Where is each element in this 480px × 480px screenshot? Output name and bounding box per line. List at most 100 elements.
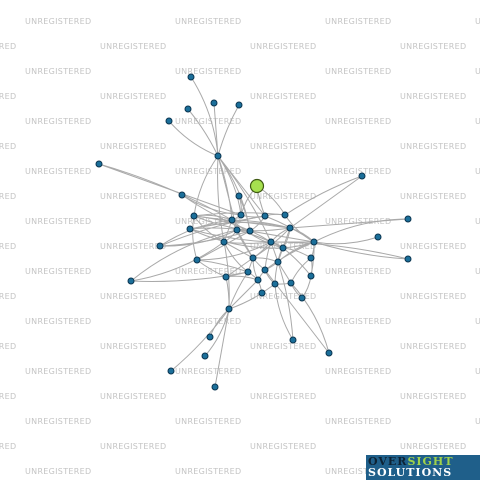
graph-node [235, 192, 243, 200]
watermark-text: UNREGISTERED [250, 292, 316, 301]
node-layer [95, 73, 412, 391]
graph-edge [187, 108, 219, 157]
watermark-text: UNREGISTERED [250, 142, 316, 151]
watermark-text: UNREGISTERED [250, 42, 316, 51]
graph-edge [130, 229, 238, 282]
watermark-text: UNREGISTERED [0, 42, 16, 51]
graph-node [235, 101, 243, 109]
graph-edge [277, 261, 294, 341]
graph-edge [264, 269, 330, 354]
watermark-text: UNREGISTERED [100, 342, 166, 351]
graph-edge [159, 219, 233, 247]
watermark-text: UNREGISTERED [175, 317, 241, 326]
graph-node [267, 238, 275, 246]
watermark-text: UNREGISTERED [475, 367, 480, 376]
watermark-text: UNREGISTERED [175, 67, 241, 76]
watermark-text: UNREGISTERED [0, 142, 16, 151]
graph-node [298, 294, 306, 302]
watermark-text: UNREGISTERED [400, 42, 466, 51]
watermark-text: UNREGISTERED [25, 217, 91, 226]
watermark-text: UNREGISTERED [400, 292, 466, 301]
watermark-text: UNREGISTERED [250, 92, 316, 101]
watermark-text: UNREGISTERED [25, 417, 91, 426]
graph-edge [289, 218, 409, 229]
watermark-text: UNREGISTERED [175, 467, 241, 476]
graph-node [287, 279, 295, 287]
graph-edge [193, 155, 219, 217]
graph-node [246, 227, 254, 235]
watermark-text: UNREGISTERED [25, 267, 91, 276]
watermark-text: UNREGISTERED [25, 367, 91, 376]
graph-node [244, 268, 252, 276]
graph-node [214, 152, 222, 160]
watermark-text: UNREGISTERED [475, 117, 480, 126]
graph-node [261, 212, 269, 220]
watermark-text: UNREGISTERED [250, 442, 316, 451]
watermark-text: UNREGISTERED [400, 442, 466, 451]
watermark-text: UNREGISTERED [325, 467, 391, 476]
graph-edge [217, 155, 266, 217]
graph-node [187, 73, 195, 81]
graph-edge [217, 104, 240, 157]
graph-node [178, 191, 186, 199]
watermark-text: UNREGISTERED [25, 167, 91, 176]
graph-node [279, 244, 287, 252]
watermark-text: UNREGISTERED [100, 42, 166, 51]
graph-edge [231, 219, 291, 229]
graph-node [186, 225, 194, 233]
graph-node [258, 289, 266, 297]
graph-edge [196, 259, 249, 273]
graph-edge [236, 227, 291, 232]
graph-edge [159, 215, 266, 247]
watermark-text: UNREGISTERED [325, 17, 391, 26]
graph-edge [274, 283, 294, 341]
watermark-text: UNREGISTERED [100, 142, 166, 151]
watermark-text: UNREGISTERED [475, 167, 480, 176]
watermark-text: UNREGISTERED [325, 367, 391, 376]
graph-node [210, 99, 218, 107]
graph-node [307, 272, 315, 280]
watermark-text: UNREGISTERED [325, 417, 391, 426]
graph-node [271, 280, 279, 288]
watermark-text: UNREGISTERED [0, 242, 16, 251]
watermark-text: UNREGISTERED [0, 442, 16, 451]
graph-edge [98, 163, 242, 216]
watermark-text: UNREGISTERED [0, 292, 16, 301]
graph-node [206, 333, 214, 341]
graph-edge [170, 308, 230, 372]
graph-edge [214, 308, 230, 388]
watermark-text: UNREGISTERED [475, 317, 480, 326]
watermark-text: UNREGISTERED [175, 417, 241, 426]
graph-edge [192, 215, 198, 261]
watermark-text: UNREGISTERED [250, 392, 316, 401]
graph-node [358, 172, 366, 180]
watermark-text: UNREGISTERED [325, 117, 391, 126]
logo-word-over: OVER [368, 455, 408, 468]
graph-edge [290, 257, 312, 284]
focus-node [249, 178, 265, 194]
graph-node [222, 273, 230, 281]
watermark-text: UNREGISTERED [400, 242, 466, 251]
graph-edge [249, 230, 315, 243]
watermark-text: UNREGISTERED [100, 92, 166, 101]
watermark-text: UNREGISTERED [250, 192, 316, 201]
graph-node [307, 254, 315, 262]
graph-node [184, 105, 192, 113]
graph-edge [264, 241, 315, 271]
graph-edge [225, 275, 259, 281]
watermark-text: UNREGISTERED [100, 442, 166, 451]
watermark-text: UNREGISTERED [400, 342, 466, 351]
graph-edge [181, 194, 242, 216]
watermark-text: UNREGISTERED [400, 142, 466, 151]
graph-node [261, 266, 269, 274]
graph-node [374, 233, 382, 241]
graph-edge [277, 261, 292, 284]
watermark-text: UNREGISTERED [175, 367, 241, 376]
watermark-text: UNREGISTERED [175, 267, 241, 276]
graph-edge [217, 155, 242, 216]
watermark-text: UNREGISTERED [400, 192, 466, 201]
watermark-text: UNREGISTERED [100, 292, 166, 301]
edge-layer [98, 76, 409, 388]
graph-node [201, 352, 209, 360]
